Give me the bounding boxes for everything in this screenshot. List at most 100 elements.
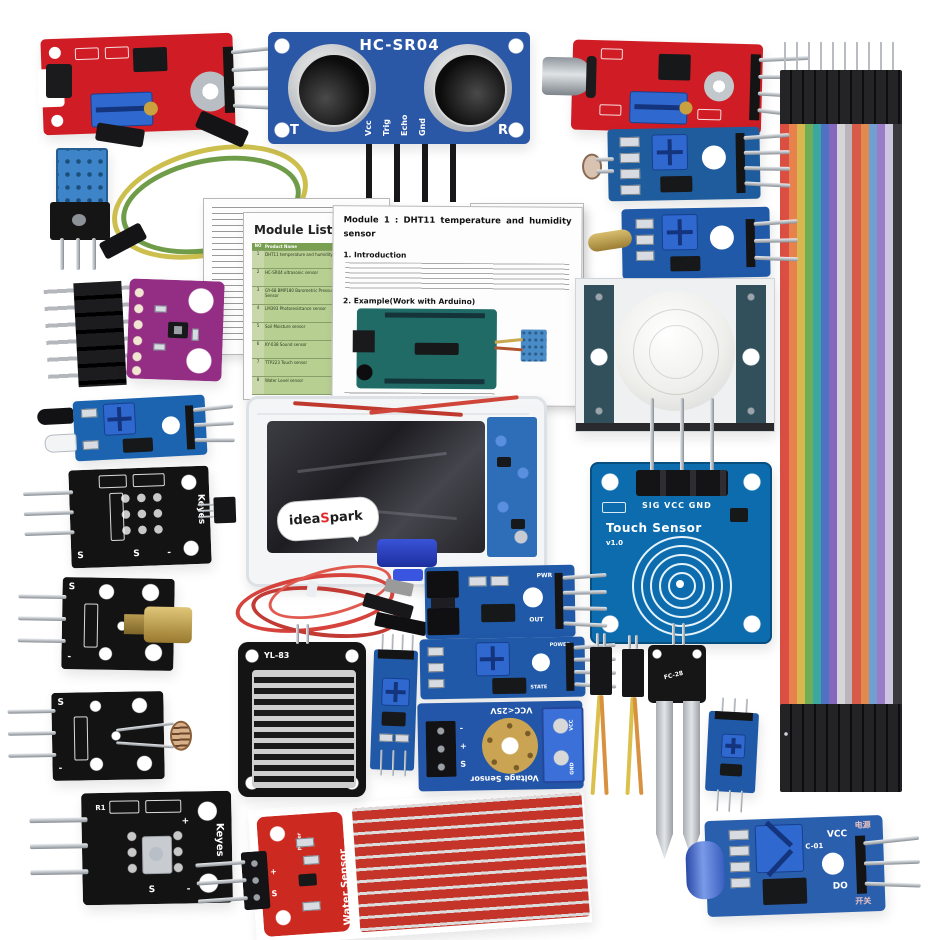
smd [636, 250, 655, 262]
smd [303, 855, 320, 866]
wire [599, 694, 609, 796]
smd [154, 305, 167, 313]
silkscreen [109, 492, 125, 542]
modules-inside [487, 417, 537, 557]
transducer-mesh [433, 53, 507, 127]
state-label: STATE [530, 684, 548, 691]
ic-chip [381, 711, 406, 727]
r1-mark: R1 [95, 803, 106, 813]
do-label: DO [832, 881, 849, 892]
pin [194, 438, 235, 443]
s-mark: S [271, 889, 278, 899]
module1-example-heading: 2. Example(Work with Arduino) [343, 296, 476, 307]
hall-leg [197, 515, 215, 518]
ic-chip [658, 53, 691, 81]
pin [743, 150, 790, 155]
potentiometer [754, 820, 805, 878]
vcc-label: VCC [568, 719, 575, 731]
pin-base [745, 218, 756, 268]
probe-prong [683, 701, 700, 859]
pin [381, 633, 384, 650]
microphone [541, 55, 597, 99]
hc-sr04-ultrasonic-module: HC-SR04 T R Vcc Trig Echo Gnd [268, 32, 530, 144]
smd [729, 845, 750, 857]
touch-version: v1.0 [606, 539, 623, 547]
mini-comparator-module [369, 633, 419, 777]
pin [92, 238, 96, 270]
dht11-body [56, 148, 108, 210]
pin [29, 843, 88, 850]
speed-sensor-module: PWR OUT [424, 564, 608, 640]
mounting-hole [522, 587, 544, 608]
pin-minus: - [459, 723, 464, 733]
smd [619, 152, 640, 164]
hall-leg [197, 509, 214, 512]
vcc-label: VCC [826, 829, 848, 840]
pin-tip [628, 635, 631, 649]
pin [23, 490, 74, 497]
smd [729, 861, 751, 873]
smd [619, 136, 640, 148]
rainbow-ribbon-cable [780, 42, 904, 794]
pin [18, 616, 67, 622]
box-lid-crease [257, 413, 529, 415]
pin [17, 638, 66, 644]
pin-plus: + [459, 741, 467, 751]
ultrasonic-transducer-r [424, 44, 512, 132]
touch-pad-ring [650, 554, 714, 618]
intro-paragraph-lines [345, 262, 570, 292]
pin [379, 749, 383, 776]
fresnel-dome [615, 291, 735, 411]
ir-led [36, 407, 74, 426]
pin-strip [384, 312, 485, 319]
probe-prong [656, 701, 673, 859]
pin [753, 238, 799, 243]
potentiometer [651, 133, 689, 171]
touch-pad-ring [659, 563, 705, 609]
receiver-dome [148, 846, 164, 862]
ic-chip [762, 877, 808, 906]
hall-sensor-body [213, 496, 237, 524]
pin [744, 166, 791, 171]
plus-mark: + [181, 816, 190, 827]
pin [563, 606, 608, 611]
pin-label-gnd: Gnd [418, 118, 427, 136]
dht11-photo [520, 329, 547, 362]
pin [7, 708, 56, 714]
dht11-sensor-module [44, 122, 164, 276]
smd [635, 234, 655, 246]
s-mark: S [68, 582, 76, 593]
ldr-body [169, 720, 193, 751]
tilt-sensor-module [586, 206, 799, 280]
chip-die [173, 325, 183, 335]
transistor [298, 873, 318, 887]
power-cn-label: 电源 [854, 820, 871, 830]
hcsr04-r-label: R [498, 123, 509, 138]
pin-base [554, 572, 564, 630]
pin [29, 817, 88, 824]
silkscreen [599, 104, 622, 116]
minus-mark: - [186, 884, 191, 895]
voltage-sensor-module: VCC<25V Voltage Sensor - + S VCC GND [417, 700, 585, 792]
pin [76, 238, 80, 270]
smd [153, 343, 166, 351]
hcsr04-t-label: T [290, 123, 299, 138]
pin [401, 634, 404, 651]
touch-title: Touch Sensor [606, 521, 702, 535]
col-name: Product Name [264, 243, 350, 250]
hall-sensor-module: Keyes S S - [23, 465, 237, 569]
pin [306, 624, 309, 644]
brand-idea: idea [288, 511, 321, 529]
keyes-brand-text: Keyes [213, 822, 226, 857]
pot-screw [143, 101, 159, 116]
pin-block [425, 720, 457, 778]
smd [728, 829, 750, 841]
lm393-comparator-module: POWER STATE [419, 636, 617, 700]
pin-tip [596, 633, 599, 647]
soil-comparator-module [704, 697, 760, 813]
bmp180-pressure-module [126, 278, 225, 382]
smd [427, 647, 444, 657]
pin-label-echo: Echo [400, 114, 409, 136]
mini-chip [511, 519, 525, 529]
ir-receiver-body [141, 835, 173, 875]
